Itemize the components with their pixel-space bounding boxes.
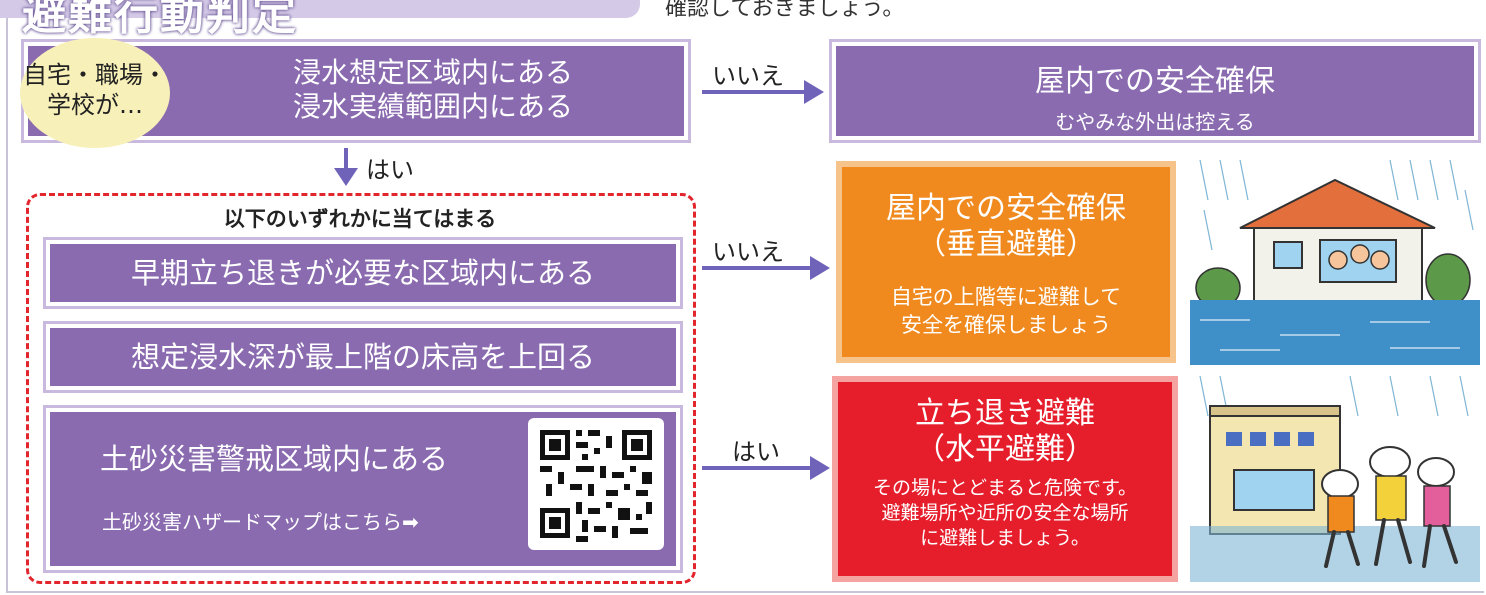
condition-flood-depth: 想定浸水深が最上階の床高を上回る [43, 321, 683, 393]
vertical-title-2: （垂直避難） [916, 227, 1096, 262]
result-stay-indoors: 屋内での安全確保 むやみな外出は控える [829, 39, 1481, 143]
header-note: 確認しておきましょう。 [665, 0, 905, 21]
arrow-no-2-line [702, 266, 812, 270]
condition-landslide-title: 土砂災害警戒区域内にある [100, 442, 449, 476]
qr-code-icon[interactable] [528, 418, 664, 550]
conditions-group [26, 193, 696, 584]
condition-early-evacuation: 早期立ち退きが必要な区域内にある [43, 237, 683, 309]
result-stay-title: 屋内での安全確保 [1035, 64, 1275, 99]
result-horizontal-evacuation: 立ち退き避難 （水平避難） その場にとどまると危険です。 避難場所や近所の安全な… [832, 376, 1178, 582]
vertical-desc-1: 自宅の上階等に避難して [890, 285, 1122, 309]
result-stay-subtitle: むやみな外出は控える [1055, 110, 1255, 134]
arrow-yes-2-head [810, 456, 830, 480]
page-title: 避難行動判定 [22, 0, 298, 40]
vertical-title-1: 屋内での安全確保 [886, 191, 1126, 226]
horizontal-title-1: 立ち退き避難 [915, 396, 1095, 431]
arrow-yes-line [344, 148, 348, 170]
horizontal-desc-3: に避難しましょう。 [920, 527, 1090, 549]
question-subject-oval: 自宅・職場・ 学校が… [20, 38, 170, 148]
question-line-2: 浸水実績範囲内にある [292, 90, 573, 123]
evacuating-people-illustration [1190, 375, 1480, 582]
title-tab [0, 0, 640, 18]
arrow-yes-2-line [702, 466, 812, 470]
hazard-map-link[interactable]: 土砂災害ハザードマップはこちら➡ [102, 510, 419, 534]
horizontal-desc-2: 避難場所や近所の安全な場所 [881, 502, 1129, 524]
arrow-no-2-head [810, 256, 830, 280]
vertical-desc-2: 安全を確保しましょう [901, 313, 1111, 337]
arrow-no-2-label: いいえ [712, 238, 784, 266]
arrow-yes-head [334, 168, 358, 186]
question-line-1: 浸水想定区域内にある [292, 56, 573, 89]
result-vertical-evacuation: 屋内での安全確保 （垂直避難） 自宅の上階等に避難して 安全を確保しましょう [836, 161, 1176, 363]
arrow-yes-2-label: はい [732, 438, 780, 466]
horizontal-title-2: （水平避難） [915, 432, 1095, 467]
flooded-house-illustration [1190, 159, 1480, 365]
diagram-frame [6, 12, 1484, 593]
arrow-no-1-label: いいえ [712, 62, 784, 90]
conditions-title: 以下のいずれかに当てはまる [223, 207, 497, 231]
arrow-no-1-head [804, 80, 824, 104]
arrow-no-1-line [702, 90, 806, 94]
horizontal-desc-1: その場にとどまると危険です。 [872, 477, 1138, 499]
arrow-yes-label: はい [366, 156, 414, 184]
